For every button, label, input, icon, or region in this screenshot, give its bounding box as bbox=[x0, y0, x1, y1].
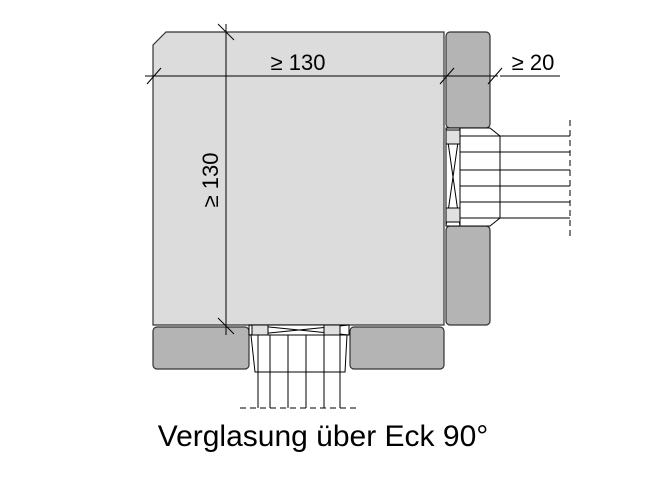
caption: Verglasung über Eck 90° bbox=[158, 420, 489, 453]
bottom-frame-right bbox=[349, 326, 445, 370]
height-dimension bbox=[217, 23, 235, 335]
bottom-glazing-unit bbox=[240, 324, 358, 409]
right-frame-lower bbox=[445, 225, 491, 326]
width-dimension bbox=[145, 67, 560, 85]
right-glazing-unit bbox=[445, 120, 571, 236]
right-frame-upper bbox=[445, 31, 491, 129]
bottom-frame-left bbox=[152, 326, 250, 370]
height-label: ≥ 130 bbox=[198, 153, 223, 208]
frame-label: ≥ 20 bbox=[512, 50, 555, 75]
width-label: ≥ 130 bbox=[271, 50, 326, 75]
